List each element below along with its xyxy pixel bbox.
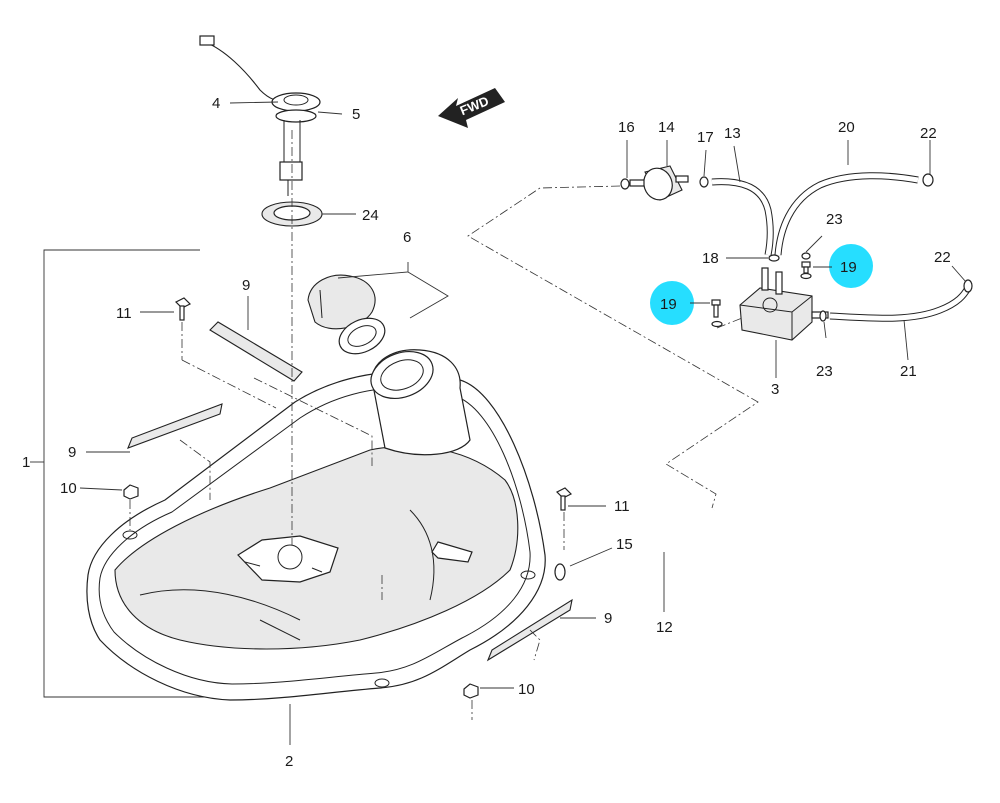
fuel-tank [86,349,546,701]
callout-labels: 4 5 24 6 9 11 9 1 10 16 14 17 13 20 22 2… [22,95,951,770]
callout-24: 24 [362,207,379,224]
highlight-19-left [650,281,694,325]
fuel-filter-14 [629,165,689,201]
hose-13 [711,179,773,256]
clip-18 [768,254,780,262]
clip-22-top [922,173,934,187]
callout-13: 13 [724,125,741,142]
bolt-11-right [555,487,573,511]
callout-20: 20 [838,119,855,136]
clip-22-right [963,279,973,293]
gasket-24 [261,201,323,227]
callout-5: 5 [352,106,360,123]
hose-20 [775,173,919,256]
callout-19-right: 19 [840,259,857,276]
callout-9-left: 9 [68,444,76,461]
callout-9-top: 9 [242,277,250,294]
callout-11-right: 11 [614,498,630,515]
leader-lines [79,101,967,745]
callout-23-bottom: 23 [816,363,833,380]
screw-19-right [800,261,812,280]
callout-4: 4 [212,95,220,112]
callout-19-left: 19 [660,296,677,313]
callout-3: 3 [771,381,779,398]
nut-10-right [463,683,479,699]
highlight-19-right [829,244,873,288]
pad-9-left [127,403,223,449]
bolt-11-left [174,297,192,321]
fuel-cap-6 [307,274,386,355]
callout-12: 12 [656,619,673,636]
assembly-lines [129,130,759,720]
callout-18: 18 [702,250,719,267]
clip-23-top [801,252,811,260]
callout-1: 1 [22,454,30,471]
callout-21: 21 [900,363,917,380]
callout-16: 16 [618,119,635,136]
clip-16 [620,178,630,190]
callout-10-right: 10 [518,681,535,698]
callout-14: 14 [658,119,675,136]
callout-15: 15 [616,536,633,553]
clamp-15 [554,563,566,581]
fuel-level-sender [199,35,321,196]
callout-22-right: 22 [934,249,951,266]
callout-10-left: 10 [60,480,77,497]
callout-2: 2 [285,753,293,770]
callout-17: 17 [697,129,714,146]
clip-23-bottom [819,310,827,322]
callout-23-top: 23 [826,211,843,228]
hose-21 [829,286,971,321]
fwd-arrow-icon: FWD [438,88,505,128]
bracket-1 [43,249,218,698]
callout-11-left: 11 [116,305,132,322]
callout-22-top: 22 [920,125,937,142]
clip-17 [699,176,709,188]
callout-9-right: 9 [604,610,612,627]
callout-6: 6 [403,229,411,246]
fuel-pump-3 [739,267,829,341]
nut-10-left [123,484,139,500]
pad-9-top [209,321,303,382]
screw-19-left [711,299,723,328]
